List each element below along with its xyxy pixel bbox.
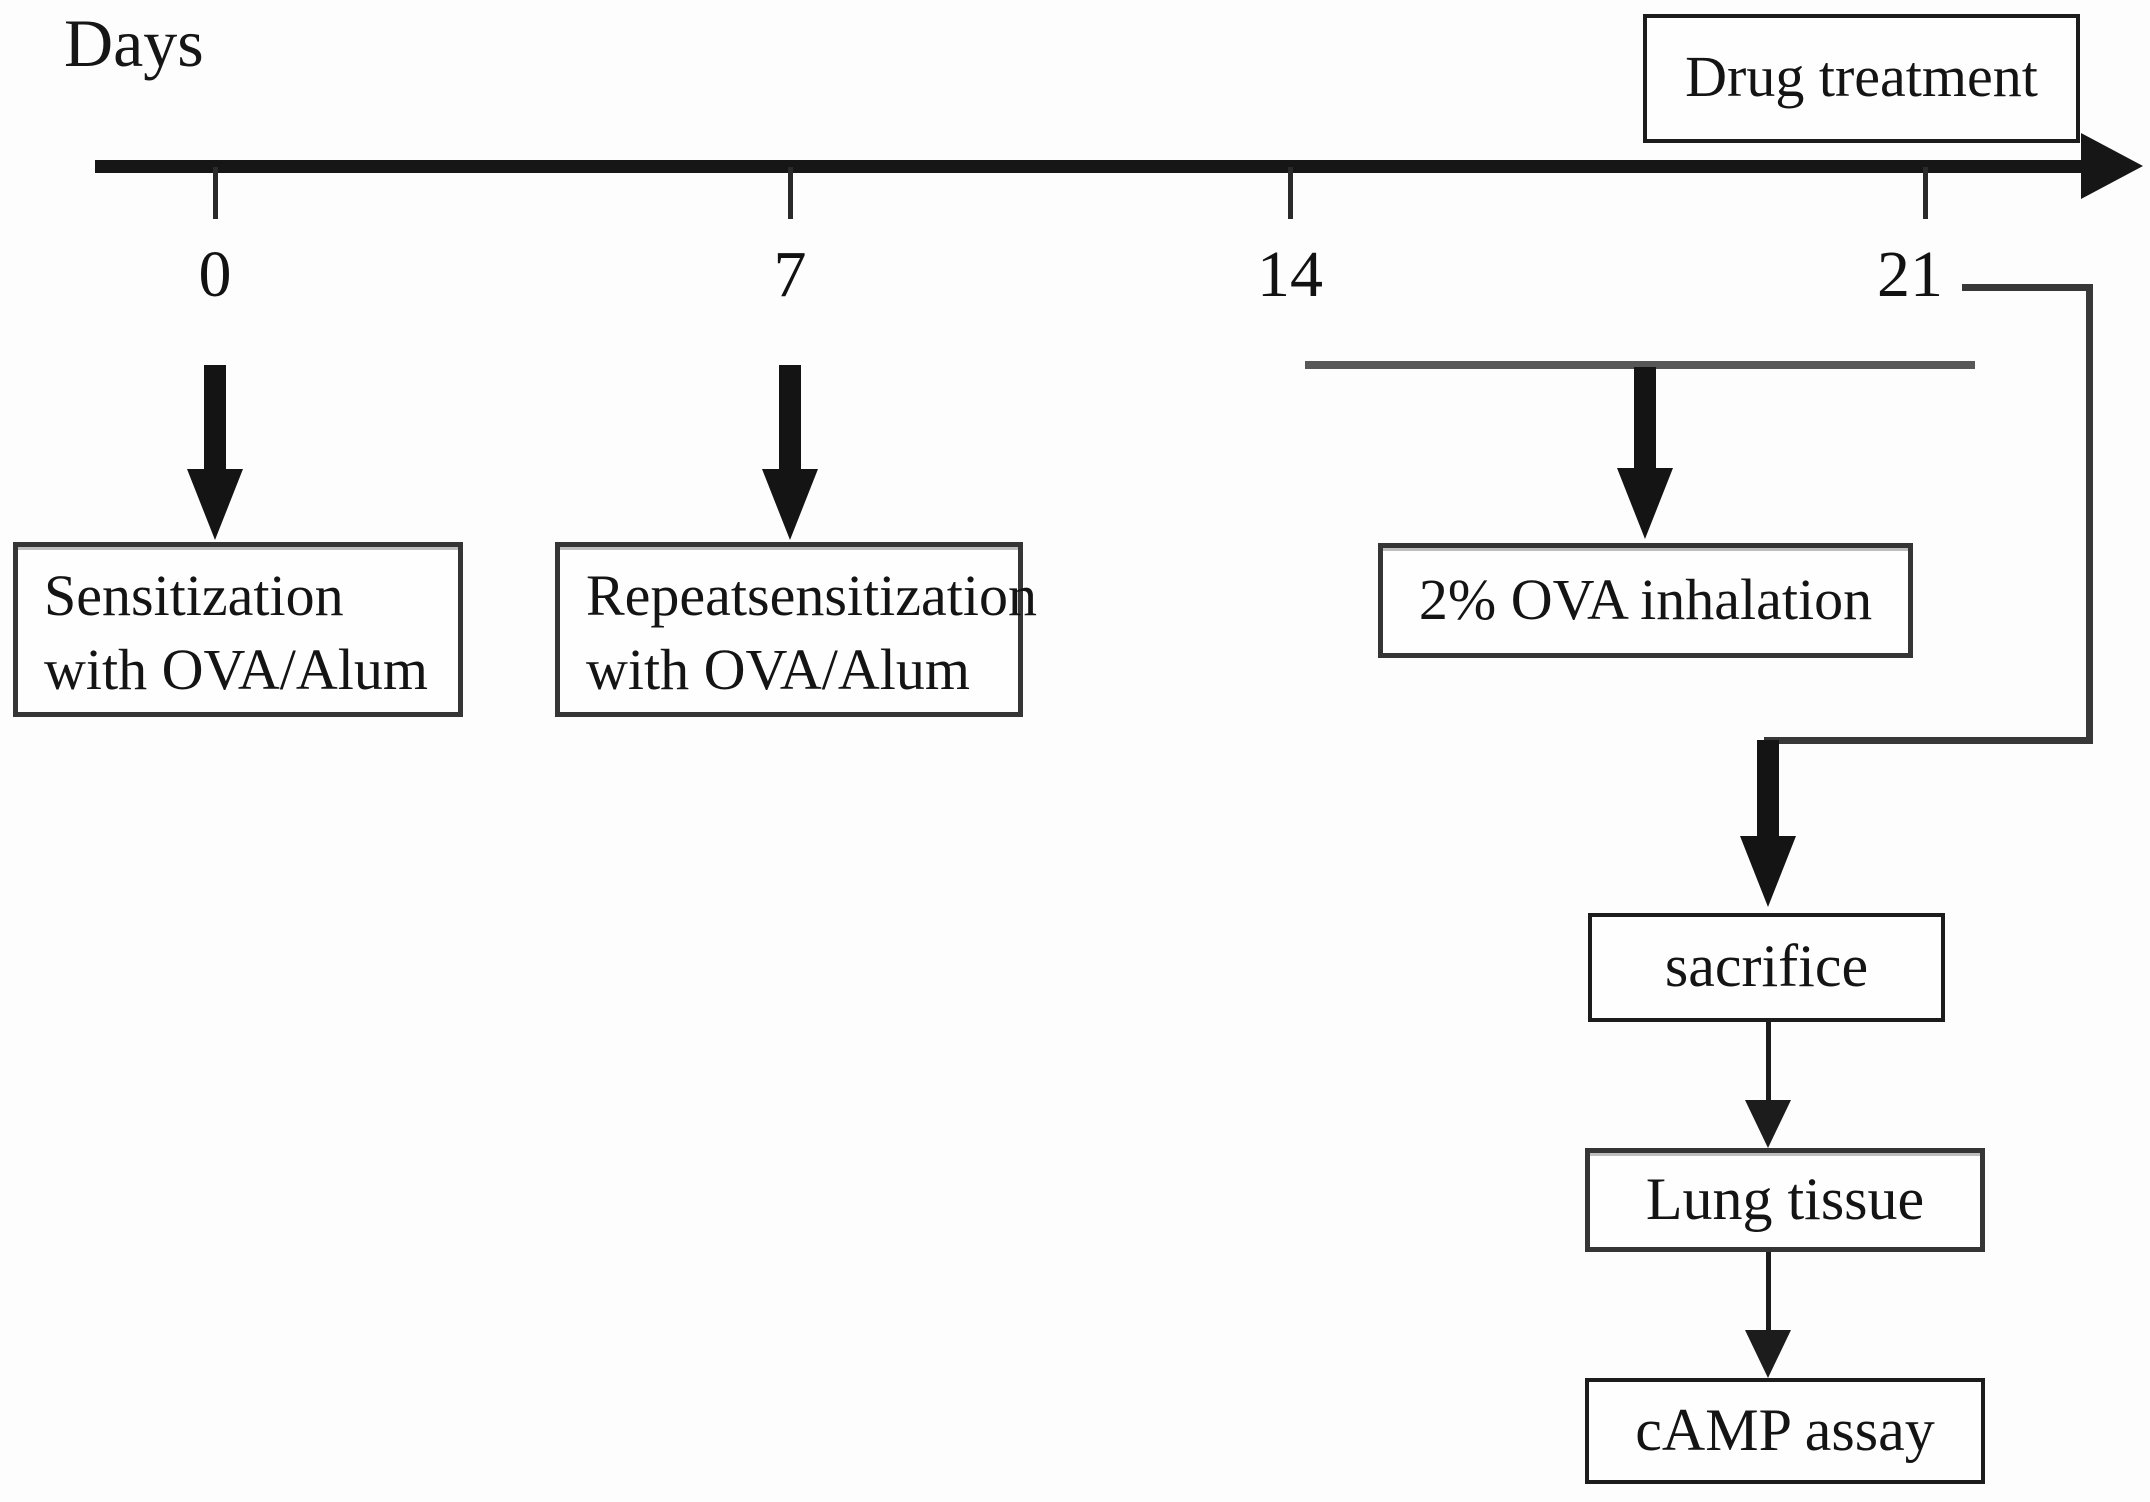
arrow-shaft [779, 365, 801, 471]
camp-assay-box: cAMP assay [1585, 1378, 1985, 1484]
elbow-connector-top [1962, 284, 2093, 291]
sensitization-line1: Sensitization [44, 563, 344, 628]
tick-day-7 [788, 167, 793, 219]
arrow-head [1745, 1330, 1791, 1378]
lung-tissue-box: Lung tissue [1585, 1148, 1985, 1252]
arrow-head [187, 469, 243, 540]
sensitization-box: Sensitization with OVA/Alum [13, 542, 463, 717]
sacrifice-box: sacrifice [1588, 913, 1945, 1022]
elbow-connector-vertical [2086, 284, 2093, 744]
arrow-head [1617, 468, 1673, 539]
tick-label-21: 21 [1877, 238, 1943, 311]
timeline-axis [95, 160, 2085, 173]
arrow-shaft [1634, 367, 1656, 470]
drug-treatment-label: Drug treatment [1685, 44, 2038, 109]
repeat-sensitization-box: Repeat sensitization with OVA/Alum [555, 542, 1037, 717]
tick-day-21 [1923, 167, 1928, 219]
arrow-shaft [204, 365, 226, 471]
repeat-sensitization-line1: Repeat sensitization [586, 559, 1037, 633]
lung-tissue-label: Lung tissue [1645, 1166, 1925, 1232]
tick-label-7: 7 [773, 238, 807, 311]
ova-inhalation-label: 2% OVA inhalation [1418, 567, 1873, 632]
repeat-word: Repeat [586, 563, 748, 628]
drug-treatment-box: Drug treatment [1643, 14, 2080, 143]
arrow-head [762, 469, 818, 540]
sensitization-line2: with OVA/Alum [44, 637, 429, 702]
sensitization-word: sensitization [747, 563, 1037, 628]
elbow-connector-bottom [1764, 737, 2093, 744]
camp-assay-label: cAMP assay [1635, 1397, 1935, 1463]
ova-inhalation-box: 2% OVA inhalation [1378, 543, 1913, 658]
tick-label-0: 0 [198, 238, 232, 311]
sacrifice-label: sacrifice [1664, 933, 1869, 999]
arrow-head [1745, 1100, 1791, 1148]
arrow-shaft [1766, 1252, 1771, 1332]
tick-label-14: 14 [1257, 238, 1323, 311]
inhalation-period-line [1305, 361, 1975, 369]
arrow-shaft [1766, 1022, 1771, 1104]
axis-days-label: Days [64, 5, 204, 81]
arrow-head [1740, 836, 1796, 907]
timeline-arrowhead-icon [2081, 133, 2143, 199]
tick-day-0 [213, 167, 218, 219]
repeat-sensitization-line2: with OVA/Alum [586, 637, 971, 702]
arrow-shaft [1757, 740, 1779, 838]
tick-day-14 [1288, 167, 1293, 219]
